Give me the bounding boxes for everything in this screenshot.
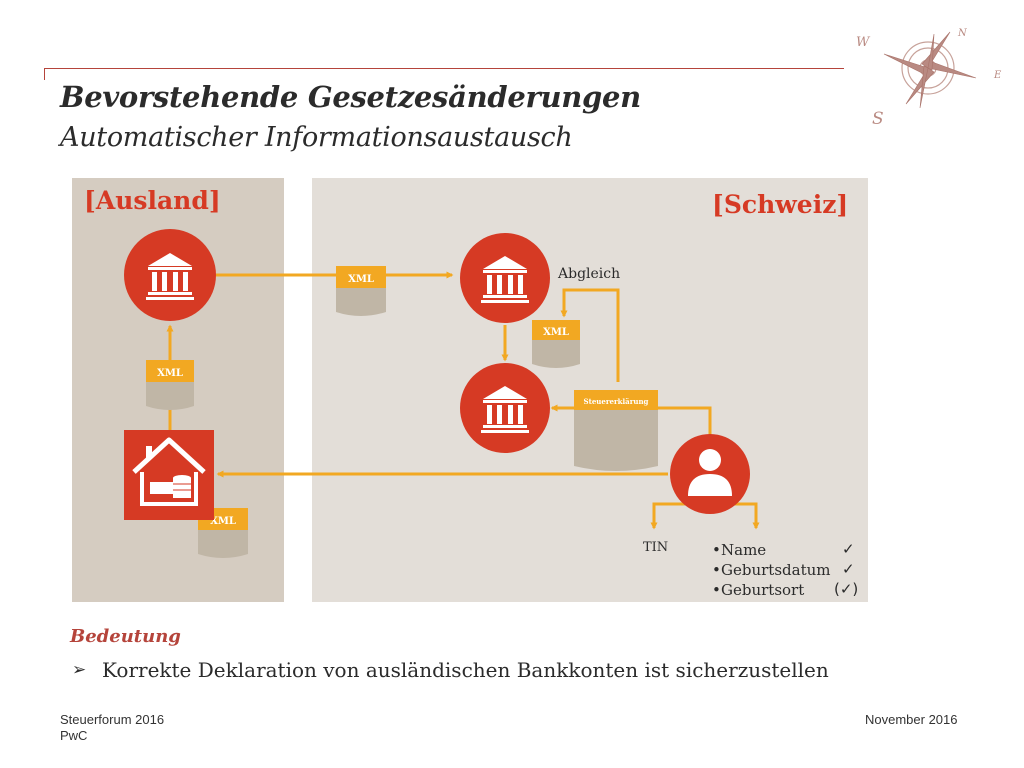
footer-date: November 2016 [865, 712, 958, 727]
attribute-geburtsdatum: Geburtsdatum [721, 561, 831, 579]
header-rule [44, 68, 844, 69]
compass-letter-south: S [872, 109, 884, 129]
xml-transfer-label: XML [348, 274, 374, 285]
footer-event: Steuerforum 2016 [60, 712, 165, 727]
compass-letter-east: E [993, 70, 1002, 81]
bedeutung-heading: Bedeutung [70, 626, 181, 647]
schweiz-label: [Schweiz] [712, 190, 849, 219]
xml-abgleich-label: XML [543, 327, 569, 338]
bullet-arrow-icon: ➢ [72, 660, 87, 680]
attribute-item: •Name [712, 541, 767, 559]
attribute-list: •Name •Geburtsdatum •Geburtsort [712, 540, 830, 600]
compass-letter-north: N [957, 28, 968, 39]
attribute-name: Name [721, 541, 767, 559]
attribute-item: •Geburtsort [712, 581, 805, 599]
steuererklaerung-document: Steuererklärung [574, 390, 658, 471]
bank-schweiz-bottom-icon [460, 363, 550, 453]
abgleich-label: Abgleich [558, 266, 621, 282]
xml-document-ausland: XML [146, 360, 194, 410]
check-mark-icon: ✓ [842, 560, 855, 578]
compass-letter-west: W [856, 35, 871, 50]
person-icon [670, 434, 750, 514]
page-title: Bevorstehende Gesetzesänderungen [60, 80, 641, 114]
attribute-geburtsort: Geburtsort [721, 581, 805, 599]
house-money-icon [124, 430, 214, 520]
header-rule-tick [44, 68, 45, 80]
page-subtitle: Automatischer Informationsaustausch [60, 122, 573, 153]
bedeutung-bullet: Korrekte Deklaration von ausländischen B… [102, 658, 829, 682]
xml-ausland-label: XML [157, 368, 183, 379]
xml-person-label: XML [210, 516, 236, 527]
ausland-label: [Ausland] [84, 186, 221, 215]
partial-check-mark-icon: (✓) [834, 580, 859, 598]
xml-document-transfer: XML [336, 266, 386, 316]
footer-company: PwC [60, 728, 88, 743]
bank-schweiz-top-icon [460, 233, 550, 323]
compass-rose-icon: W S N E [856, 28, 1002, 129]
bank-ausland-icon [124, 229, 216, 321]
check-mark-icon: ✓ [842, 540, 855, 558]
steuererklaerung-label: Steuererklärung [584, 397, 649, 406]
attribute-item: •Geburtsdatum [712, 561, 831, 579]
tin-label: TIN [643, 540, 669, 555]
xml-document-abgleich: XML [532, 320, 580, 368]
